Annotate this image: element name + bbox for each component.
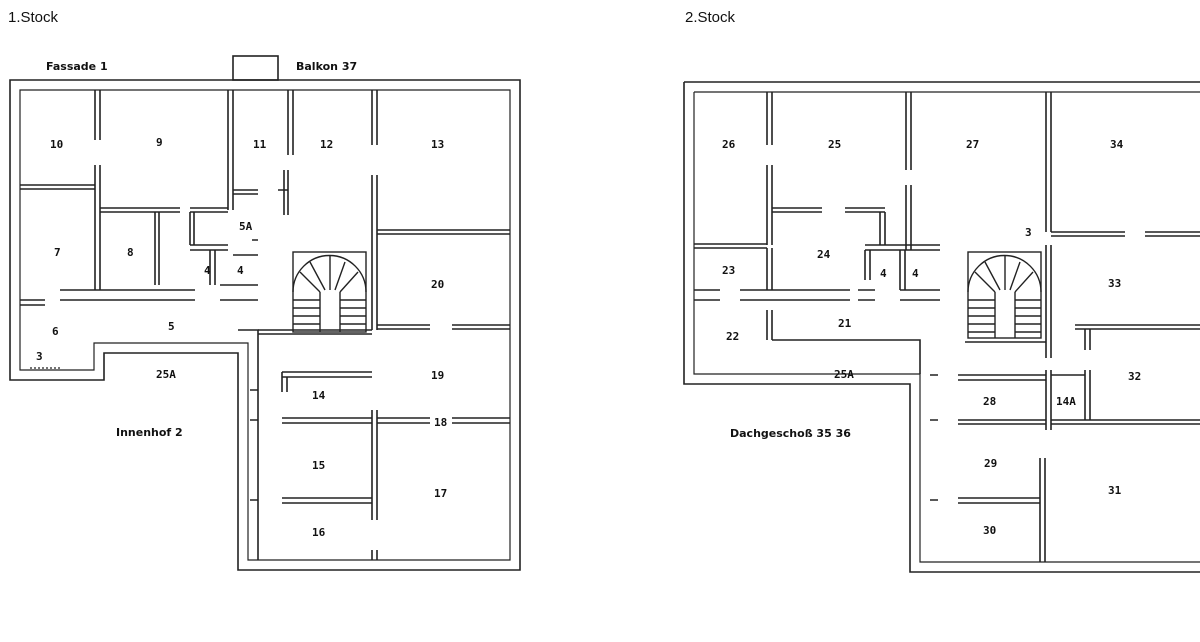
room-label: 11 bbox=[253, 138, 267, 151]
room-label: 10 bbox=[50, 138, 63, 151]
room-label: 32 bbox=[1128, 370, 1141, 383]
area-25a-label: 25A bbox=[156, 368, 176, 381]
balcony-box bbox=[232, 55, 279, 81]
floor1-staircase bbox=[292, 251, 367, 333]
room-label: 28 bbox=[983, 395, 996, 408]
room-label: 5 bbox=[168, 320, 175, 333]
room-label: 4 bbox=[912, 267, 919, 280]
floor1-title: 1.Stock bbox=[8, 9, 59, 26]
room-label: 25 bbox=[828, 138, 841, 151]
room-label: 22 bbox=[726, 330, 739, 343]
room-label: 4 bbox=[237, 264, 244, 277]
room-label: 14 bbox=[312, 389, 326, 402]
room-label: 7 bbox=[54, 246, 61, 259]
room-label: 20 bbox=[431, 278, 444, 291]
room-label: 15 bbox=[312, 459, 325, 472]
floor1-inner-wall-line bbox=[19, 89, 511, 561]
floor1-outer-wall bbox=[9, 79, 521, 571]
room-label: 13 bbox=[431, 138, 444, 151]
room-label: 24 bbox=[817, 248, 831, 261]
room-label: 33 bbox=[1108, 277, 1121, 290]
room-label: 12 bbox=[320, 138, 333, 151]
room-label: 5A bbox=[239, 220, 253, 233]
room-label: 23 bbox=[722, 264, 735, 277]
facade-label: Fassade 1 bbox=[46, 60, 108, 73]
floor1-plan: 1.Stock bbox=[8, 9, 521, 571]
room-label: 29 bbox=[984, 457, 997, 470]
room-label: 3 bbox=[1025, 226, 1032, 239]
room-label: 18 bbox=[434, 416, 447, 429]
balcony-label: Balkon 37 bbox=[296, 60, 357, 73]
floor2-interior-walls bbox=[694, 92, 1200, 562]
room-label: 26 bbox=[722, 138, 736, 151]
floor2-inner-wall-line bbox=[693, 91, 1200, 563]
floor2-title: 2.Stock bbox=[685, 9, 736, 26]
room-label: 30 bbox=[983, 524, 996, 537]
room-label: 27 bbox=[966, 138, 979, 151]
room-label: 21 bbox=[838, 317, 852, 330]
floor1-interior-walls bbox=[20, 90, 510, 560]
courtyard-label: Innenhof 2 bbox=[116, 426, 183, 439]
room-label: 16 bbox=[312, 526, 326, 539]
room-label: 19 bbox=[431, 369, 444, 382]
room-label: 8 bbox=[127, 246, 134, 259]
floor2-staircase bbox=[967, 251, 1042, 339]
floor2-plan: 2.Stock bbox=[683, 9, 1200, 573]
room-label: 6 bbox=[52, 325, 59, 338]
room-label: 4 bbox=[204, 264, 211, 277]
attic-label: Dachgeschoß 35 36 bbox=[730, 427, 851, 440]
room-label: 17 bbox=[434, 487, 447, 500]
area-25a-label: 25A bbox=[834, 368, 854, 381]
room-label: 3 bbox=[36, 350, 43, 363]
room-label: 31 bbox=[1108, 484, 1122, 497]
room-label: 14A bbox=[1056, 395, 1076, 408]
room-label: 4 bbox=[880, 267, 887, 280]
floor2-outer-wall bbox=[683, 81, 1200, 573]
room-label: 34 bbox=[1110, 138, 1124, 151]
room-label: 9 bbox=[156, 136, 163, 149]
